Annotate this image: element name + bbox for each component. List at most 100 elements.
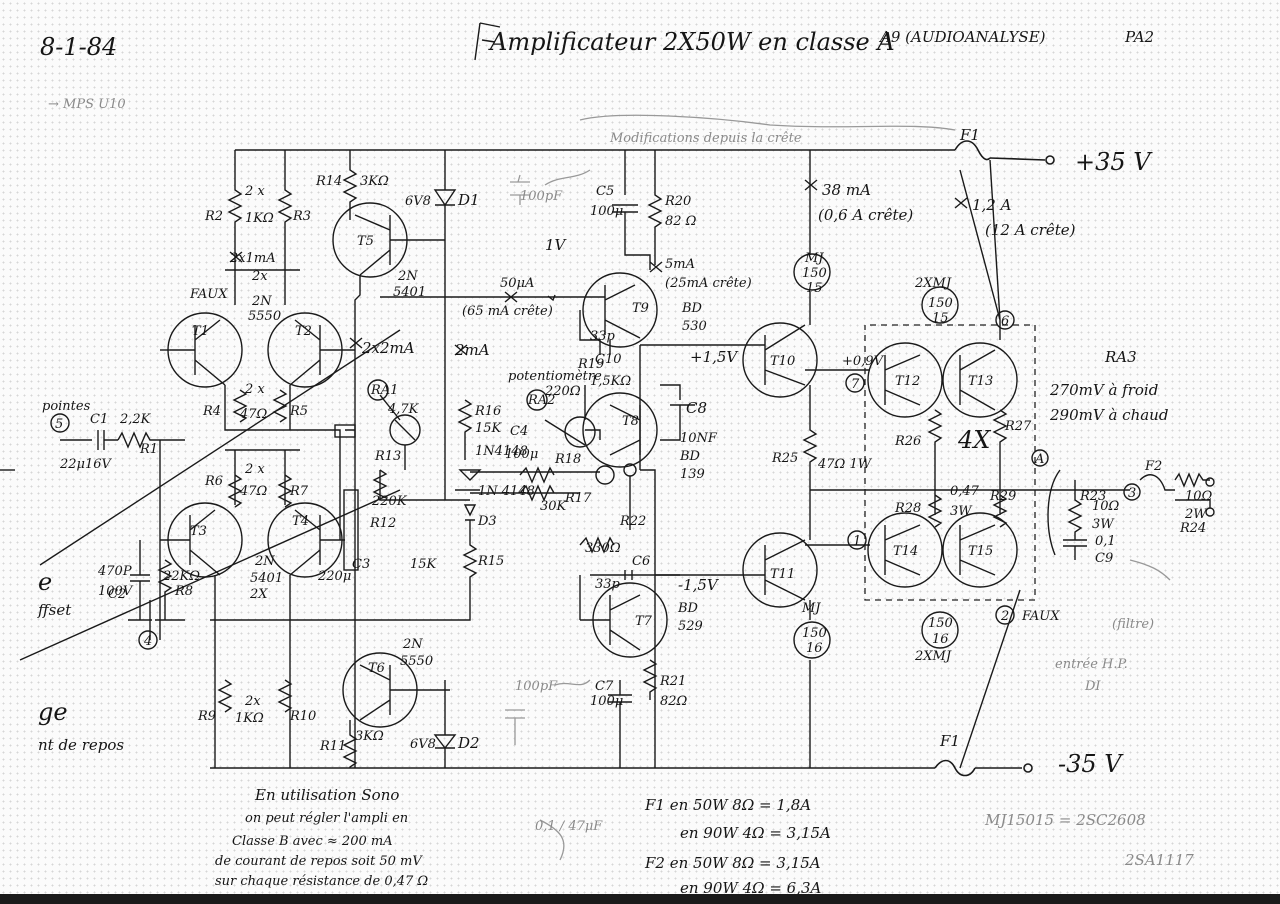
label-5ma: 5mA [665,257,695,272]
transistor-T14 [867,512,943,588]
note-sono-5: sur chaque résistance de 0,47 Ω [215,874,428,889]
label-R2829-val2: 3W [950,504,973,519]
node-3 [595,465,615,485]
label-R23-val: 10Ω [1092,499,1120,514]
label-R16-val: 15K [475,421,503,436]
resistor-R17 [470,484,580,502]
label-T1T2-x: 2x [251,269,268,284]
zener-D2 [433,680,457,768]
resistor-R20 [647,150,663,265]
label-T7: T7 [635,614,653,629]
output-filter [1035,472,1210,491]
label-R25-val: 47Ω 1W [817,457,873,472]
wire-t5-collector [354,275,361,768]
node-6 [995,310,1015,330]
label-R4: R4 [202,404,221,419]
current-markers [229,179,968,356]
output-terminal-top [1205,477,1215,487]
wire-lower-pair [210,575,360,768]
label-C3: C3 [352,557,370,572]
output-terminal-bottom [1205,507,1215,517]
label-T3T4-num: 5401 [250,571,283,586]
margin-right-faint1: entrée H.P. [1055,657,1128,672]
label-R17-val: 30K [540,499,568,514]
label-R11-val: 3KΩ [355,729,384,744]
note-fuse-2b: en 90W 4Ω = 6,3A [680,879,822,897]
label-R12-val: 220K [371,494,408,509]
bias-chain [360,399,482,621]
label-5ma-b: (25mA crête) [665,276,752,291]
label-R19-val: 1,5KΩ [590,374,631,389]
note-fuse-2a: F2 en 50W 8Ω = 3,15A [644,854,821,872]
label-2x2ma: 2x2mA [361,339,415,357]
label-R25: R25 [771,451,798,466]
header-page: PA2 [1124,28,1154,46]
output-wire-bottom [1175,499,1211,508]
label-C10: C10 [595,352,622,367]
label-R9R10-val: 2x [244,694,261,709]
label-T8-num: 139 [680,467,705,482]
label-T3: T3 [190,524,207,539]
label-T14T15-num2: 16 [932,632,949,647]
label-1n4148-a: 1N4148 [475,444,528,459]
label-RA1-val: 4,7K [387,402,420,417]
margin-left-repos: nt de repos [38,736,124,754]
label-R2: R2 [204,209,223,224]
note-sono-3: Classe B avec ≈ 200 mA [232,834,393,849]
label-R1: R1 [139,442,158,457]
label-T10-type: MJ [804,251,824,266]
label-RA1: RA1 [370,383,398,398]
label-T7-type: BD [677,601,699,616]
faint-squiggles [539,559,1171,861]
label-T5-type: 2N [397,269,418,284]
rail-pos-label: +35 V [1075,148,1153,176]
margin-left-e: e [38,568,52,596]
label-node-6: 6 [1001,314,1009,329]
label-T4: T4 [292,514,309,529]
label-node-1: 1 [853,534,861,549]
label-RA3-val2: 290mV à chaud [1049,406,1168,424]
wire-mid-left [330,349,355,540]
label-R22: R22 [619,514,646,529]
resistor-R18 [470,466,600,484]
header-subtitle: A9 (AUDIOANALYSE) [878,28,1046,46]
label-T5: T5 [357,234,374,249]
label-T14T15-num1: 150 [928,616,953,631]
resistor-R2-R3 [225,150,300,271]
label-R21: R21 [659,674,686,689]
label-R4R5-val2: 47Ω [239,407,268,422]
label-RA3: RA3 [1104,348,1137,366]
title-initial [474,22,501,61]
node-1 [847,530,867,550]
label-2ma: 2mA [454,341,490,359]
header-title: Amplificateur 2X50W en classe A [488,28,895,56]
label-R2R3-cur: 2x1mA [229,251,276,266]
label-R23-val2: 3W [1092,517,1115,532]
current-2b: (12 A crête) [985,221,1076,239]
label-R12: R12 [369,516,396,531]
label-C3-val: 220μ [317,569,351,584]
t12-type-bubble [921,286,959,324]
current-2: 1,2 A [972,196,1012,214]
label-C2-val: 470P [97,564,132,579]
label-R28: R28 [894,501,921,516]
label-R27: R27 [1004,419,1032,434]
resistor-R9-R10 [217,679,293,713]
label-T8: T8 [622,414,639,429]
label-C1-val: 22μ16V [59,457,113,472]
label-R20: R20 [664,194,691,209]
label-T1T2-num: 5550 [248,309,281,324]
label-C7: C7 [595,679,614,694]
label-T9-type: BD [681,301,703,316]
label-T10-num2: 15 [806,281,823,296]
resistors-R26-R29 [927,409,1008,528]
label-T14T15-type: 2XMJ [914,649,952,664]
label-node-5: 5 [55,417,63,432]
label-R19: R19 [577,357,604,372]
label-C2: C2 [108,587,126,602]
note-fuse-1a: F1 en 50W 8Ω = 1,8A [644,796,811,814]
label-R9: R9 [197,709,216,724]
transistor-T10 [742,322,818,398]
label-09v: +0,9V [842,354,885,369]
